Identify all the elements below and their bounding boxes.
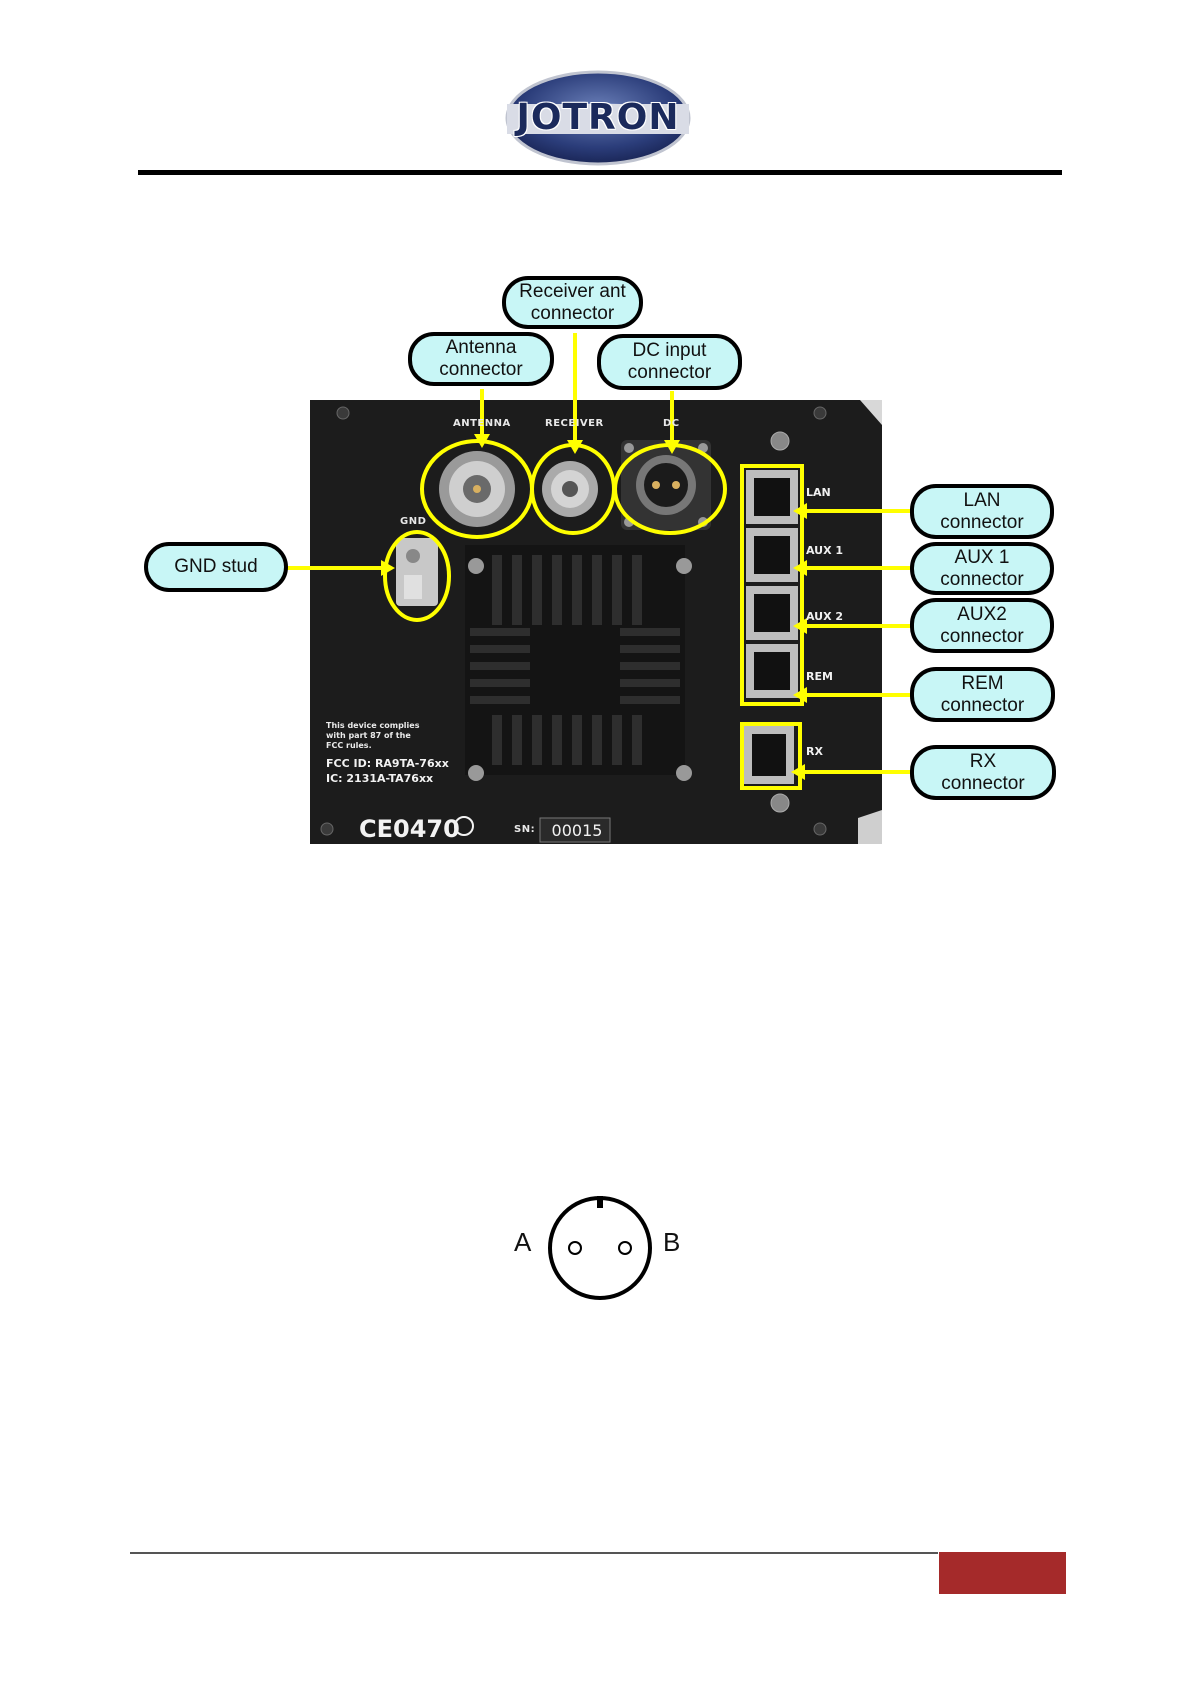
compliance-line: This device complies [326,721,420,730]
receiver-connector [542,461,598,517]
ic-id: IC: 2131A-TA76xx [326,772,434,785]
port-label-rx: RX [806,745,823,758]
callout-line: DC input [632,340,707,361]
callout-rx-connector: RX connector [910,745,1056,800]
ce-mark: CE0470 [359,815,460,843]
gnd-stud [396,538,438,606]
callout-line: connector [439,359,523,380]
dc-pinout-diagram [548,1196,652,1300]
sn-label: SN: [514,824,536,835]
alert-icon [454,816,474,836]
sn-value: 00015 [551,821,603,840]
pin-b-circle [618,1241,632,1255]
callout-line: RX [969,750,997,772]
pin-b-label: B [663,1227,681,1257]
callout-line: REM [961,672,1004,694]
compliance-statement: This device complies with part 87 of the… [326,721,419,751]
port-label-aux1: AUX 1 [806,544,844,557]
compliance-line: FCC rules. [326,741,372,750]
fcc-id: FCC ID: RA9TA-76xx [326,757,449,770]
device-rear-panel [310,400,882,844]
header-rule [138,170,1062,175]
callout-line: connector [940,511,1024,533]
compliance-line: with part 87 of the [326,731,411,740]
antenna-connector [439,451,515,527]
callout-rem-connector: REM connector [910,667,1055,722]
gnd-highlight [383,530,451,622]
panel-label-gnd: GND [400,516,427,527]
pin-a-label: A [514,1227,532,1257]
panel-label-antenna: ANTENNA [453,418,511,429]
callout-dc-input-connector: DC input connector [597,334,742,390]
fan-grille [465,545,692,781]
callout-line: GND stud [174,556,258,577]
jotron-logo [505,70,691,166]
callout-line: LAN [963,489,1001,511]
callout-line: AUX2 [957,603,1007,625]
callout-gnd-stud: GND stud [144,542,288,592]
footer-rule [130,1552,938,1554]
port-label-aux2: AUX 2 [806,610,844,623]
rear-panel-figure [286,333,912,844]
footer-page-block [939,1552,1066,1594]
callout-line: connector [940,568,1024,590]
panel-label-dc: DC [663,418,680,429]
dc-connector [621,440,711,530]
callout-aux1-connector: AUX 1 connector [910,542,1054,595]
callout-line: Receiver ant [519,280,626,302]
callout-line: connector [940,625,1024,647]
callout-line: connector [530,302,615,324]
ports-highlight [740,464,804,706]
callout-line: AUX 1 [954,546,1010,568]
callout-line: connector [627,362,712,383]
pin-a-circle [568,1241,582,1255]
network-ports [744,470,798,784]
panel-label-receiver: RECEIVER [545,418,604,429]
callout-lan-connector: LAN connector [910,484,1054,539]
callout-line: Antenna [445,337,517,358]
rx-highlight [740,722,802,790]
callout-aux2-connector: AUX2 connector [910,598,1054,653]
port-label-rem: REM [806,670,833,683]
callout-line: connector [941,772,1025,794]
callout-line: connector [940,694,1025,716]
connector-outline [548,1196,652,1300]
callout-receiver-ant-connector: Receiver ant connector [502,276,643,329]
callout-antenna-connector: Antenna connector [408,332,554,386]
port-label-lan: LAN [806,486,831,499]
key-notch [597,1196,603,1208]
logo-wordmark: JOTRON [516,97,680,138]
